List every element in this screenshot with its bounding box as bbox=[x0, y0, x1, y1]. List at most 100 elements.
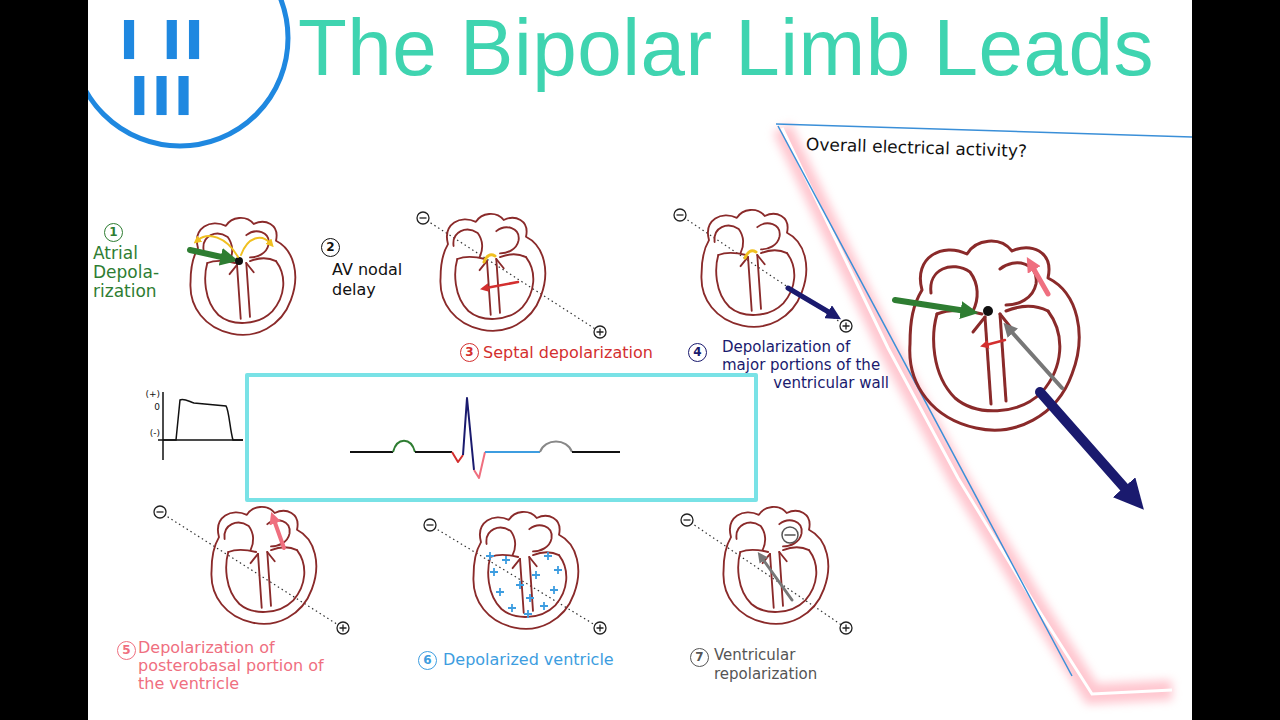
label-slot: Ventricular repolarization bbox=[714, 646, 836, 684]
callout-number: 7 bbox=[690, 648, 709, 667]
vector-arrows bbox=[785, 534, 795, 536]
lead-numbers: I II III bbox=[110, 13, 215, 125]
heart-sketch bbox=[211, 507, 316, 624]
vector-arrows bbox=[484, 255, 495, 262]
paper-panel bbox=[782, 128, 1172, 694]
vector-arrows bbox=[486, 282, 518, 288]
label-slot: 6 bbox=[418, 651, 437, 670]
vector-arrows bbox=[190, 250, 226, 258]
positive-charges bbox=[490, 568, 498, 576]
label-slot: 3 bbox=[460, 343, 479, 362]
label-slot: 7 bbox=[690, 648, 709, 667]
paper-panel bbox=[776, 124, 1192, 694]
vector-arrows bbox=[895, 300, 966, 311]
electrode-symbol bbox=[840, 622, 852, 634]
vector-arrows bbox=[235, 257, 243, 265]
vector-arrows bbox=[1040, 392, 1130, 494]
vector-arrows bbox=[788, 288, 832, 314]
panel-question: Overall electrical activity? bbox=[806, 134, 1066, 162]
axis-label: (-) bbox=[138, 428, 160, 439]
callout-number: 6 bbox=[418, 651, 437, 670]
positive-charges bbox=[550, 586, 558, 594]
electrode-symbol bbox=[594, 326, 606, 338]
positive-charges bbox=[508, 604, 516, 612]
slide-title: The Bipolar Limb Leads bbox=[298, 8, 1154, 88]
positive-charges bbox=[486, 552, 494, 560]
callout-number: 5 bbox=[117, 641, 136, 660]
electrode-symbol bbox=[594, 622, 606, 634]
label-slot: (+) bbox=[138, 389, 160, 400]
action-potential-graph bbox=[158, 392, 243, 460]
label-slot: Depolarization of posterobasal portion o… bbox=[138, 639, 338, 693]
ecg-panel bbox=[474, 452, 485, 478]
label-slot: Atrial Depola- rization bbox=[93, 244, 173, 301]
step-label: Depolarized ventricle bbox=[443, 650, 633, 669]
positive-charges bbox=[532, 571, 540, 579]
heart-sketch bbox=[440, 214, 545, 331]
positive-charges bbox=[524, 610, 532, 618]
ecg-panel bbox=[463, 398, 474, 470]
step-label: Depolarization of posterobasal portion o… bbox=[138, 639, 338, 693]
label-slot: 1 bbox=[104, 223, 123, 242]
heart-sketch bbox=[190, 210, 1079, 629]
title-slot: The Bipolar Limb Leads bbox=[298, 8, 1154, 88]
vector-arrows bbox=[983, 306, 993, 316]
lead-axes bbox=[680, 215, 846, 326]
callout-number: 1 bbox=[104, 223, 123, 242]
ecg-panel bbox=[540, 442, 572, 453]
ecg-panel bbox=[572, 451, 620, 453]
electrode-symbol bbox=[674, 209, 686, 221]
vector-arrows bbox=[1010, 330, 1062, 388]
heart-sketch bbox=[701, 210, 806, 327]
axis-label: (+) bbox=[138, 389, 160, 400]
ecg-panel bbox=[452, 452, 463, 462]
positive-charges bbox=[496, 588, 504, 596]
electrode-symbol bbox=[337, 622, 349, 634]
vector-arrows bbox=[745, 251, 756, 258]
positive-charges bbox=[516, 581, 524, 589]
callout-number: 3 bbox=[460, 343, 479, 362]
lead-axes bbox=[160, 215, 846, 628]
label-slot: 2 bbox=[321, 238, 340, 257]
electrode-symbol bbox=[424, 519, 436, 531]
ecg-panel bbox=[415, 451, 452, 453]
action-potential-graph bbox=[163, 399, 243, 440]
positive-charges bbox=[486, 552, 562, 618]
heart-sketch bbox=[190, 218, 295, 335]
vector-arrows bbox=[274, 520, 284, 548]
step-label: Depolarization of major portions of the … bbox=[722, 338, 889, 392]
label-slot: AV nodal delay bbox=[332, 260, 416, 300]
axis-label: 0 bbox=[138, 402, 160, 413]
electrode-symbol bbox=[154, 506, 166, 518]
ecg-panel bbox=[247, 375, 756, 500]
vector-arrows bbox=[198, 236, 238, 257]
electrode-symbol bbox=[681, 514, 693, 526]
label-slot: Overall electrical activity? bbox=[806, 134, 1066, 154]
step-label: AV nodal delay bbox=[332, 260, 416, 300]
vector-arrows bbox=[782, 527, 798, 543]
label-slot: 0 bbox=[138, 402, 160, 413]
paper-panel bbox=[782, 128, 1172, 694]
label-slot: 4 bbox=[688, 343, 707, 362]
vector-arrows bbox=[986, 340, 1005, 345]
positive-charges bbox=[554, 566, 562, 574]
step-label: Septal depolarization bbox=[483, 343, 668, 362]
positive-charges bbox=[544, 552, 552, 560]
circle-outline bbox=[72, 0, 288, 146]
lead-number-circle: I II III bbox=[70, 0, 290, 148]
vector-arrows bbox=[190, 236, 1130, 600]
label-slot: Depolarized ventricle bbox=[443, 650, 633, 669]
action-potential-graph bbox=[158, 392, 243, 460]
callout-number: 2 bbox=[321, 238, 340, 257]
vector-arrows bbox=[762, 558, 792, 600]
electrode-symbol bbox=[417, 212, 429, 224]
positive-charges bbox=[502, 556, 510, 564]
step-label: Ventricular repolarization bbox=[714, 646, 836, 684]
label-slot: (-) bbox=[138, 428, 160, 439]
callout-number: 4 bbox=[688, 343, 707, 362]
electrode-symbol bbox=[840, 320, 852, 332]
vector-arrows bbox=[241, 238, 270, 255]
label-slot: 5 bbox=[117, 641, 136, 660]
positive-charges bbox=[526, 594, 534, 602]
positive-charges bbox=[540, 602, 548, 610]
